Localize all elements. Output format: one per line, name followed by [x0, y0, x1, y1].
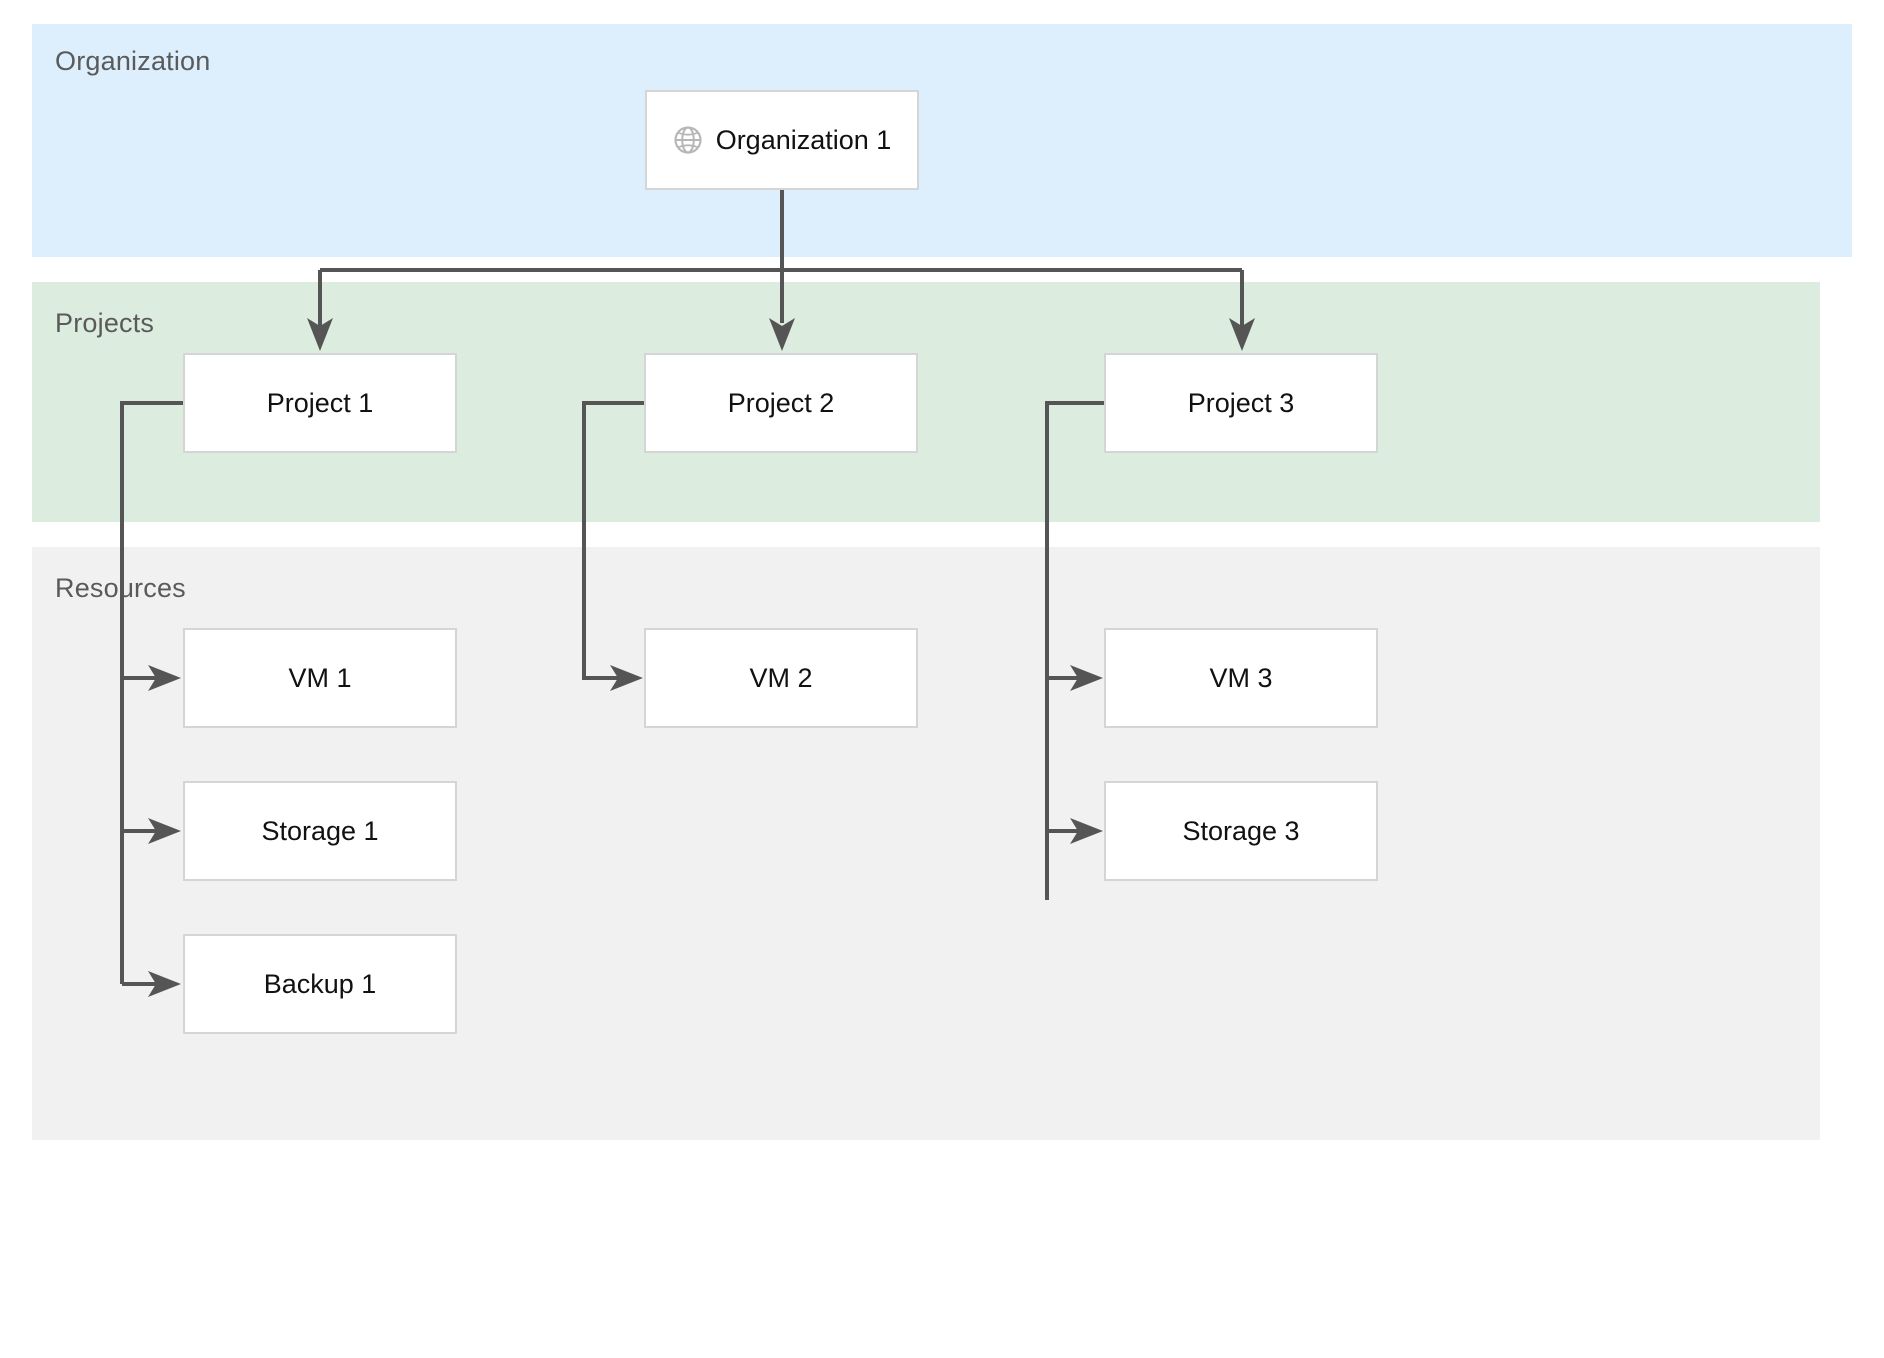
- node-vm-1[interactable]: VM 1: [183, 628, 457, 728]
- band-label-resources: Resources: [55, 573, 186, 603]
- node-storage-3[interactable]: Storage 3: [1104, 781, 1378, 881]
- node-label-storage-3: Storage 3: [1182, 815, 1300, 846]
- node-organization-1[interactable]: Organization 1: [645, 90, 919, 190]
- node-project-2[interactable]: Project 2: [644, 353, 918, 453]
- node-label-backup-1: Backup 1: [263, 968, 377, 999]
- node-label-project-1: Project 1: [266, 387, 374, 418]
- band-organization: [32, 24, 1852, 257]
- band-label-organization: Organization: [55, 46, 211, 76]
- node-project-1[interactable]: Project 1: [183, 353, 457, 453]
- node-label-organization-1: Organization 1: [715, 124, 892, 155]
- node-storage-1[interactable]: Storage 1: [183, 781, 457, 881]
- node-vm-2[interactable]: VM 2: [644, 628, 918, 728]
- node-project-3[interactable]: Project 3: [1104, 353, 1378, 453]
- band-label-projects: Projects: [55, 308, 155, 338]
- node-backup-1[interactable]: Backup 1: [183, 934, 457, 1034]
- node-label-vm-3: VM 3: [1209, 662, 1273, 693]
- node-label-project-3: Project 3: [1187, 387, 1295, 418]
- node-label-project-2: Project 2: [727, 387, 835, 418]
- globe-icon: [674, 126, 702, 154]
- node-label-vm-1: VM 1: [288, 662, 352, 693]
- node-label-storage-1: Storage 1: [261, 815, 379, 846]
- node-vm-3[interactable]: VM 3: [1104, 628, 1378, 728]
- node-label-vm-2: VM 2: [749, 662, 813, 693]
